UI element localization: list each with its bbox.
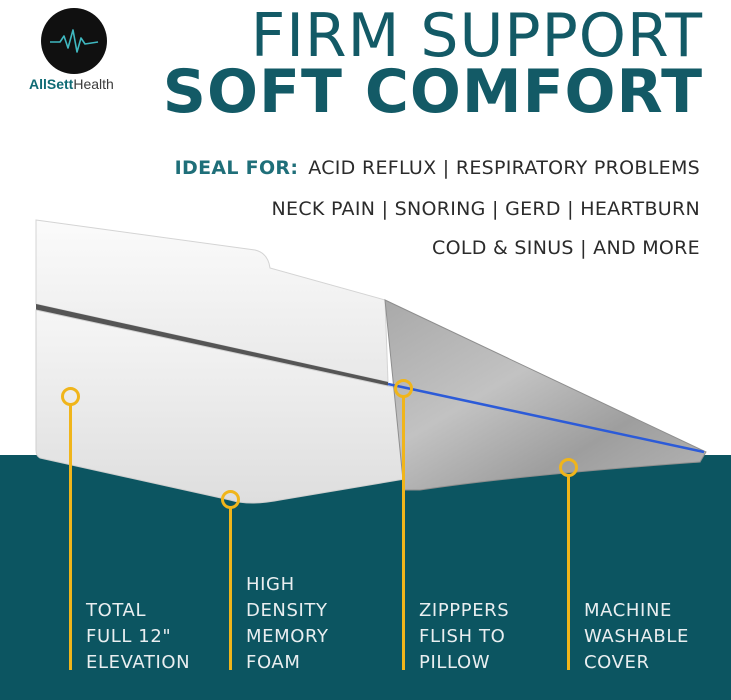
- feature-elevation-line-2: FULL 12": [86, 626, 172, 647]
- feature-cover-line-1: MACHINE: [584, 600, 672, 621]
- heartbeat-logo-icon: [41, 8, 107, 74]
- feature-cover-line-2: WASHABLE: [584, 626, 689, 647]
- feature-zippers-line-1: ZIPPPERS: [419, 600, 510, 621]
- callout-line-cover: [567, 474, 570, 670]
- callout-line-foam: [229, 506, 232, 670]
- feature-washable-cover: MACHINE WASHABLE COVER: [584, 598, 689, 676]
- headline-firm-support: FIRM SUPPORT: [250, 1, 703, 71]
- headline-soft-comfort: SOFT COMFORT: [162, 57, 703, 127]
- feature-foam-line-2: DENSITY: [246, 600, 328, 621]
- callout-dot-cover: [559, 458, 578, 477]
- callout-line-elevation: [69, 403, 72, 670]
- feature-foam-line-1: HIGH: [246, 574, 295, 595]
- feature-zippers-line-2: FLISH TO: [419, 626, 506, 647]
- teal-background-band: [0, 455, 731, 700]
- conditions-line-2: NECK PAIN | SNORING | GERD | HEARTBURN: [271, 198, 700, 220]
- feature-elevation: TOTAL FULL 12" ELEVATION: [86, 598, 190, 676]
- ideal-for-label: IDEAL FOR:: [174, 157, 299, 179]
- callout-dot-zipper: [394, 379, 413, 398]
- brand-name-rest: Health: [73, 76, 114, 92]
- feature-elevation-line-1: TOTAL: [86, 600, 147, 621]
- conditions-text-1: ACID REFLUX | RESPIRATORY PROBLEMS: [308, 157, 700, 179]
- feature-cover-line-3: COVER: [584, 652, 650, 673]
- wedge-pillow-illustration: [35, 219, 707, 504]
- conditions-line-1: IDEAL FOR: ACID REFLUX | RESPIRATORY PROB…: [175, 157, 700, 179]
- brand-name: AllSettHealth: [29, 76, 114, 92]
- feature-elevation-line-3: ELEVATION: [86, 652, 191, 673]
- conditions-line-3: COLD & SINUS | AND MORE: [432, 237, 700, 259]
- brand-name-bold: AllSett: [29, 76, 74, 92]
- feature-zippers-line-3: PILLOW: [419, 652, 491, 673]
- feature-zippers: ZIPPPERS FLISH TO PILLOW: [419, 598, 509, 676]
- callout-line-zipper: [402, 395, 405, 670]
- callout-dot-foam: [221, 490, 240, 509]
- callout-dot-elevation: [61, 387, 80, 406]
- feature-foam-line-3: MEMORY: [246, 626, 329, 647]
- feature-foam-line-4: FOAM: [246, 652, 301, 673]
- feature-memory-foam: HIGH DENSITY MEMORY FOAM: [246, 572, 329, 676]
